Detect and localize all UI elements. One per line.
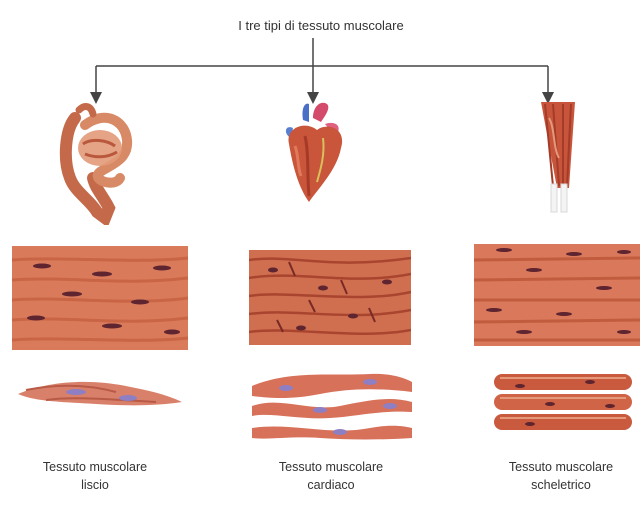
- cardiac-muscle-cells: [250, 366, 414, 444]
- skeletal-muscle-icon: [535, 98, 585, 218]
- smooth-muscle-cells: [16, 372, 184, 416]
- smooth-muscle-micrograph: [12, 246, 188, 350]
- skeletal-muscle-micrograph: [474, 244, 640, 346]
- label-cardiac-line1: Tessuto muscolare: [246, 458, 416, 476]
- connector-tree: [0, 0, 642, 110]
- label-skeletal-line2: scheletrico: [476, 476, 642, 494]
- skeletal-muscle-cells: [490, 370, 636, 438]
- label-skeletal-muscle: Tessuto muscolare scheletrico: [476, 458, 642, 494]
- label-smooth-line1: Tessuto muscolare: [10, 458, 180, 476]
- label-cardiac-line2: cardiaco: [246, 476, 416, 494]
- label-cardiac-muscle: Tessuto muscolare cardiaco: [246, 458, 416, 494]
- heart-icon: [275, 98, 355, 213]
- label-smooth-muscle: Tessuto muscolare liscio: [10, 458, 180, 494]
- label-skeletal-line1: Tessuto muscolare: [476, 458, 642, 476]
- digestive-tract-icon: [55, 100, 145, 225]
- label-smooth-line2: liscio: [10, 476, 180, 494]
- cardiac-muscle-micrograph: [249, 250, 411, 345]
